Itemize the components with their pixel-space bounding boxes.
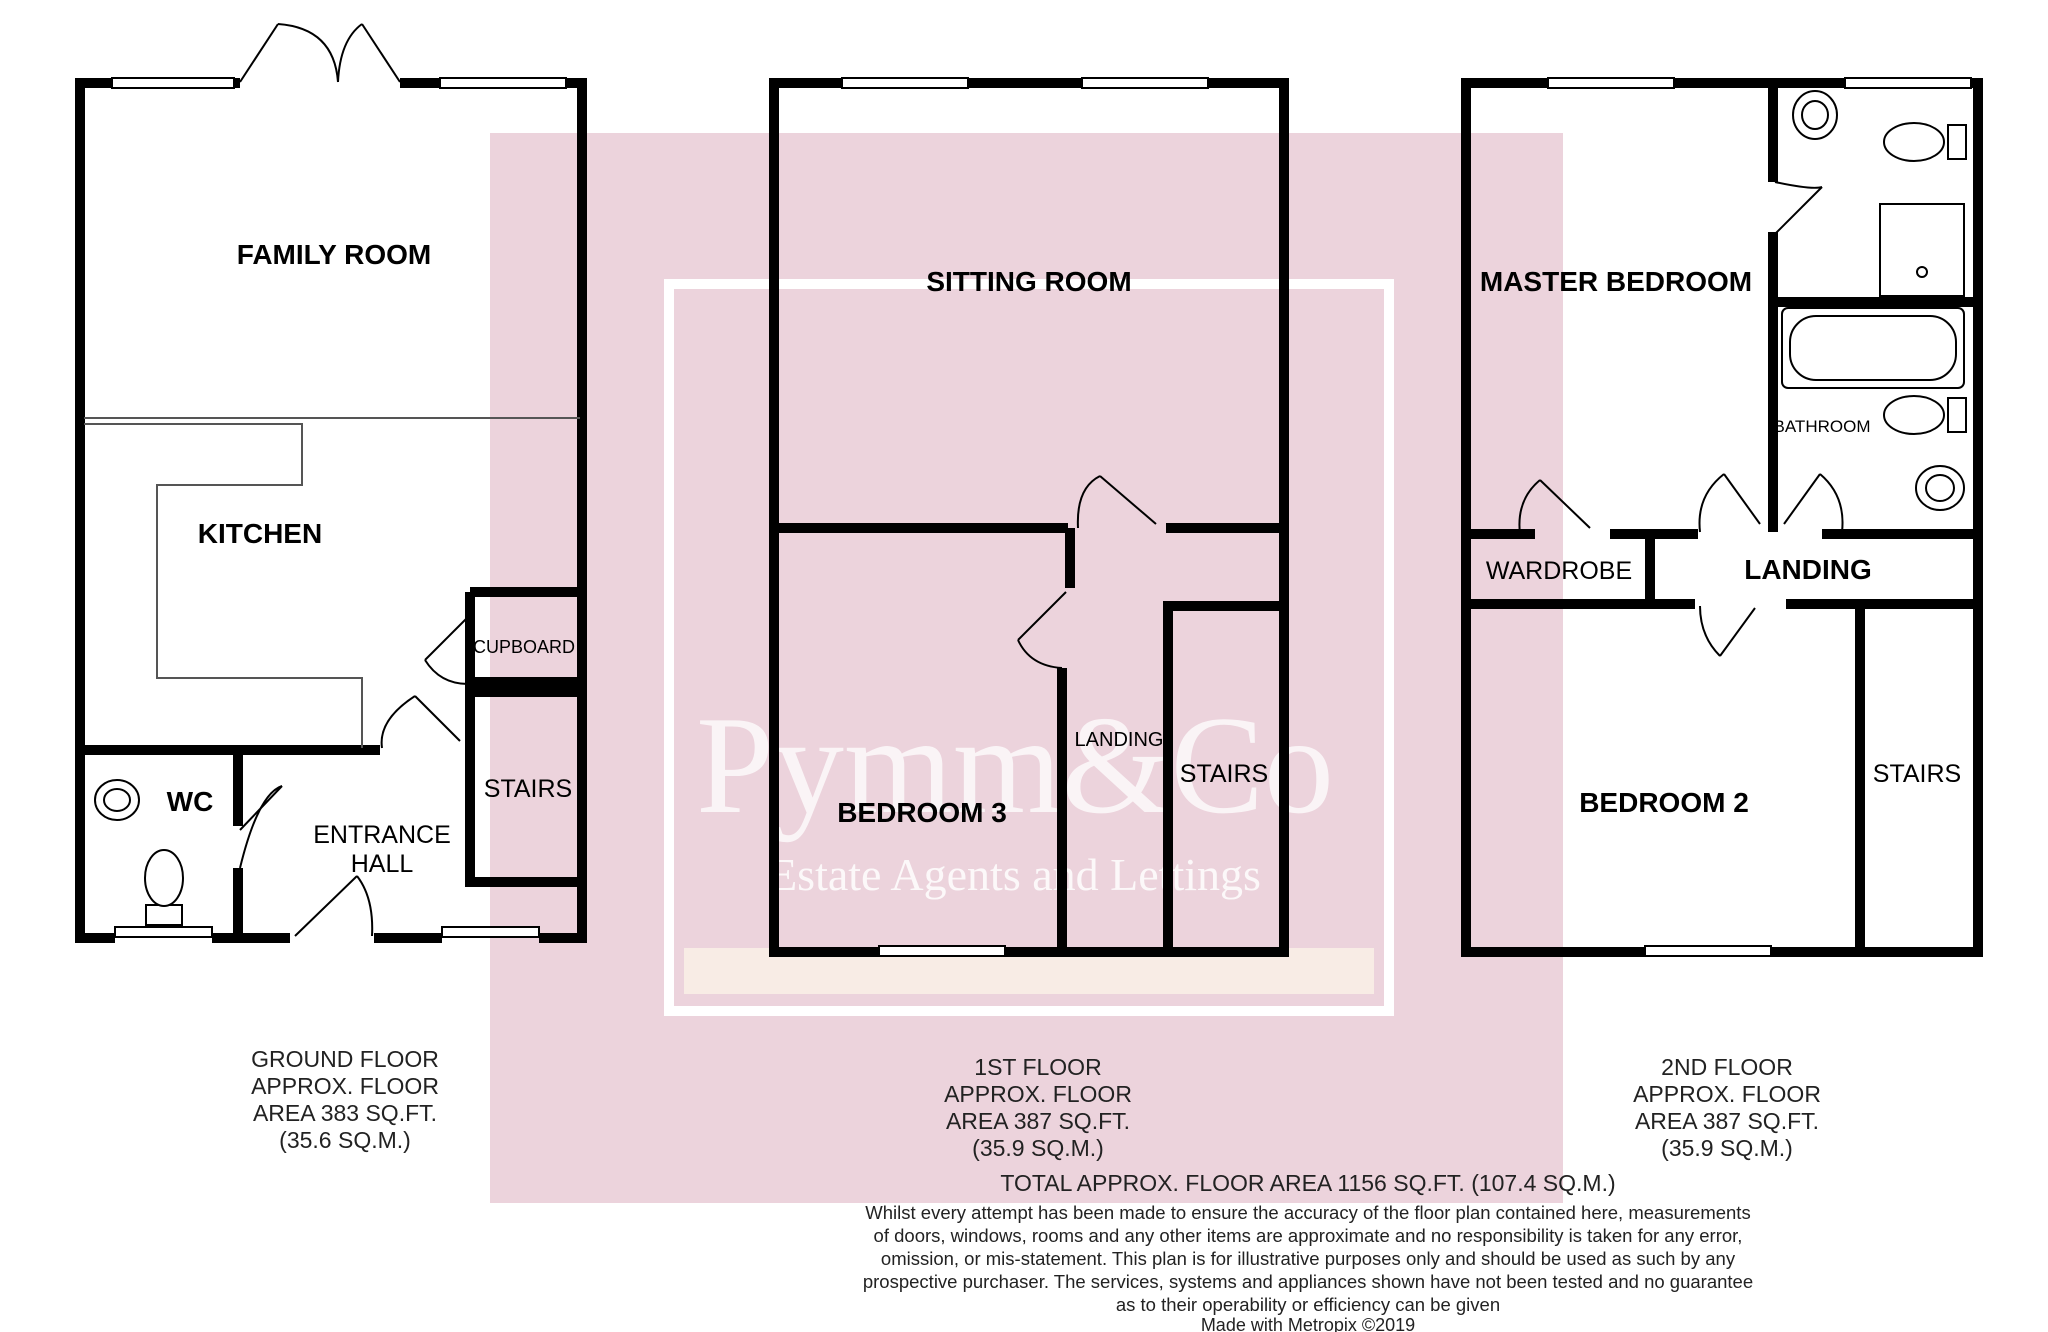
caption-line: APPROX. FLOOR	[1633, 1081, 1821, 1107]
ground-floor: FAMILY ROOM KITCHEN CUPBOARD STAIRS WC E…	[75, 23, 587, 1153]
caption-line: 1ST FLOOR	[974, 1054, 1101, 1080]
caption-line: GROUND FLOOR	[251, 1046, 439, 1072]
second-floor-walls	[1461, 78, 1983, 957]
room-label-wc: WC	[167, 786, 214, 817]
caption-line: 2ND FLOOR	[1661, 1054, 1793, 1080]
disclaimer-line: prospective purchaser. The services, sys…	[863, 1271, 1753, 1292]
room-label-stairs-second: STAIRS	[1873, 760, 1961, 788]
total-floor-area: TOTAL APPROX. FLOOR AREA 1156 SQ.FT. (10…	[1000, 1170, 1615, 1196]
room-label-landing-second: LANDING	[1744, 554, 1872, 585]
first-floor: SITTING ROOM BEDROOM 3 LANDING STAIRS 1S…	[769, 77, 1289, 1161]
caption-line: AREA 387 SQ.FT.	[1635, 1108, 1819, 1134]
room-label-wardrobe: WARDROBE	[1486, 557, 1632, 585]
room-label-bedroom-3: BEDROOM 3	[837, 797, 1007, 828]
room-label-bedroom-2: BEDROOM 2	[1579, 787, 1749, 818]
caption-line: (35.6 SQ.M.)	[279, 1127, 411, 1153]
room-label-stairs-first: STAIRS	[1180, 760, 1268, 788]
toilet-icon	[145, 904, 183, 926]
first-floor-caption: 1ST FLOOR APPROX. FLOOR AREA 387 SQ.FT. …	[944, 1054, 1132, 1161]
caption-line: APPROX. FLOOR	[251, 1073, 439, 1099]
ground-floor-caption: GROUND FLOOR APPROX. FLOOR AREA 383 SQ.F…	[251, 1046, 439, 1153]
disclaimer: Whilst every attempt has been made to en…	[863, 1202, 1753, 1315]
kitchen-counter	[84, 417, 580, 748]
caption-line: (35.9 SQ.M.)	[1661, 1135, 1793, 1161]
watermark: Pymm&Co Estate Agents and Lettings	[490, 133, 1563, 1203]
room-label-family-room: FAMILY ROOM	[237, 239, 431, 270]
first-floor-walls	[769, 78, 1289, 957]
room-label-kitchen: KITCHEN	[198, 518, 322, 549]
watermark-brand: Pymm&Co	[696, 688, 1334, 843]
second-floor-caption: 2ND FLOOR APPROX. FLOOR AREA 387 SQ.FT. …	[1633, 1054, 1821, 1161]
second-floor: MASTER BEDROOM BATHROOM WARDROBE LANDING…	[1461, 77, 1983, 1161]
caption-line: APPROX. FLOOR	[944, 1081, 1132, 1107]
toilet-icon	[1947, 397, 1967, 433]
room-label-entrance-hall-line2: HALL	[351, 850, 414, 878]
french-doors	[239, 23, 401, 83]
second-floor-doors	[1518, 181, 1844, 657]
room-label-cupboard: CUPBOARD	[473, 637, 575, 657]
room-label-stairs-ground: STAIRS	[484, 775, 572, 803]
disclaimer-line: Whilst every attempt has been made to en…	[865, 1202, 1750, 1223]
watermark-tagline: Estate Agents and Lettings	[769, 849, 1261, 900]
caption-line: (35.9 SQ.M.)	[972, 1135, 1104, 1161]
first-floor-doors	[1017, 475, 1157, 669]
caption-line: AREA 383 SQ.FT.	[253, 1100, 437, 1126]
disclaimer-line: omission, or mis-statement. This plan is…	[881, 1248, 1736, 1269]
room-label-entrance-hall-line1: ENTRANCE	[313, 821, 451, 849]
disclaimer-line: of doors, windows, rooms and any other i…	[874, 1225, 1743, 1246]
room-label-master-bedroom: MASTER BEDROOM	[1480, 266, 1752, 297]
toilet-icon	[1947, 124, 1967, 160]
metropix-credit: Made with Metropix ©2019	[1201, 1315, 1415, 1332]
disclaimer-line: as to their operability or efficiency ca…	[1116, 1294, 1500, 1315]
ground-floor-doors	[239, 616, 469, 937]
ground-floor-walls	[75, 78, 587, 943]
caption-line: AREA 387 SQ.FT.	[946, 1108, 1130, 1134]
room-label-bathroom: BATHROOM	[1774, 417, 1871, 436]
room-label-landing-first: LANDING	[1075, 729, 1164, 751]
room-label-sitting-room: SITTING ROOM	[926, 266, 1131, 297]
bathroom-fixtures	[1781, 90, 1967, 511]
watermark-frame	[664, 279, 1394, 1016]
wc-fixtures	[94, 779, 184, 926]
shower-icon	[1879, 203, 1965, 297]
